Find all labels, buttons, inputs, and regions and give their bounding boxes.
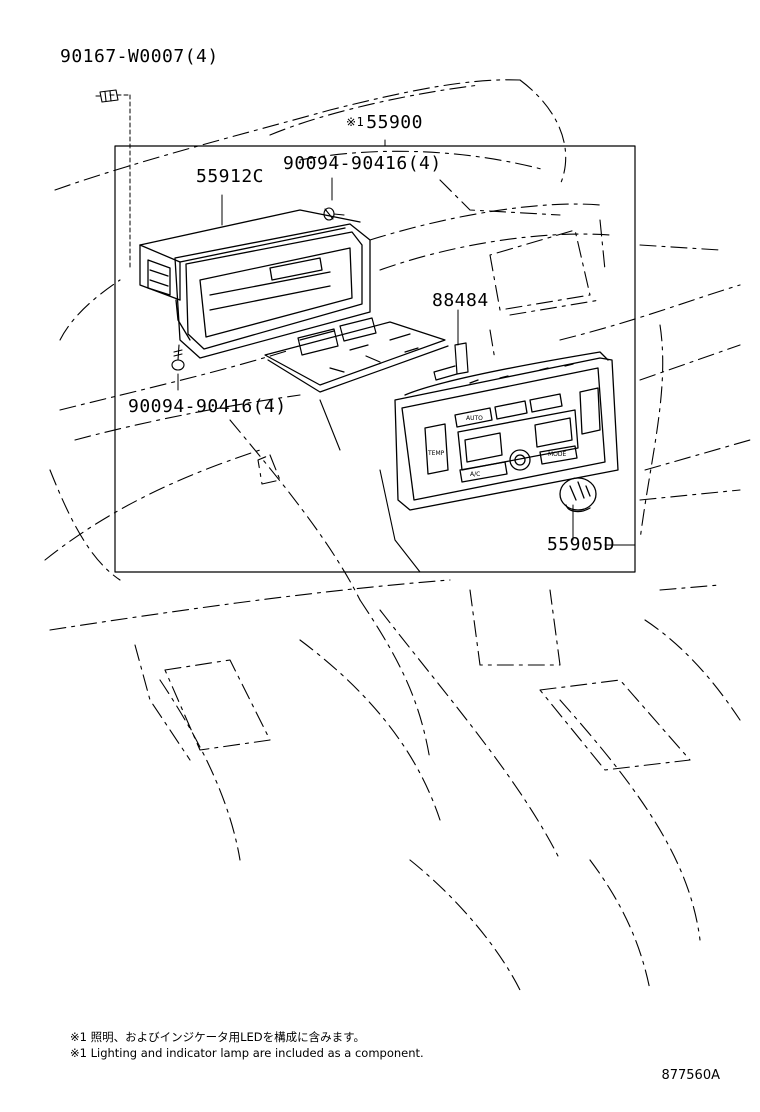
leader-lines (109, 94, 636, 546)
climate-control-panel (394, 351, 619, 511)
circuit-plate (264, 317, 449, 393)
label-knob: 55905D (547, 534, 616, 555)
bracket-88484 (433, 342, 469, 381)
dashboard-outline (44, 79, 751, 991)
note-japanese: ※1 照明、およびインジケータ用LEDを構成に含みます。 (70, 1030, 365, 1044)
label-bracket: 88484 (432, 290, 489, 311)
label-screw-lower: 90094-90416(4) (128, 396, 287, 417)
clip-part (95, 89, 119, 103)
panel-mode-label: MODE (548, 451, 567, 458)
note-english: ※1 Lighting and indicator lamp are inclu… (70, 1046, 424, 1060)
assembly-frame (114, 145, 636, 573)
storage-box (139, 209, 371, 359)
panel-temp-label: TEMP (427, 450, 445, 457)
assembly-number: 55900 (366, 112, 423, 133)
center-console-detail (319, 399, 421, 573)
reference-number: 877560A (661, 1068, 720, 1083)
screw-lower (171, 344, 185, 371)
knob-55905d (559, 477, 597, 513)
label-clip-top: 90167-W0007(4) (60, 46, 219, 67)
panel-auto-label: AUTO (466, 415, 483, 422)
panel-ac-label: A/C (470, 471, 480, 478)
assembly-mark: ※1 (346, 115, 365, 129)
screw-upper (323, 207, 345, 221)
label-box: 55912C (196, 166, 265, 187)
label-screw-upper: 90094-90416(4) (283, 153, 442, 174)
